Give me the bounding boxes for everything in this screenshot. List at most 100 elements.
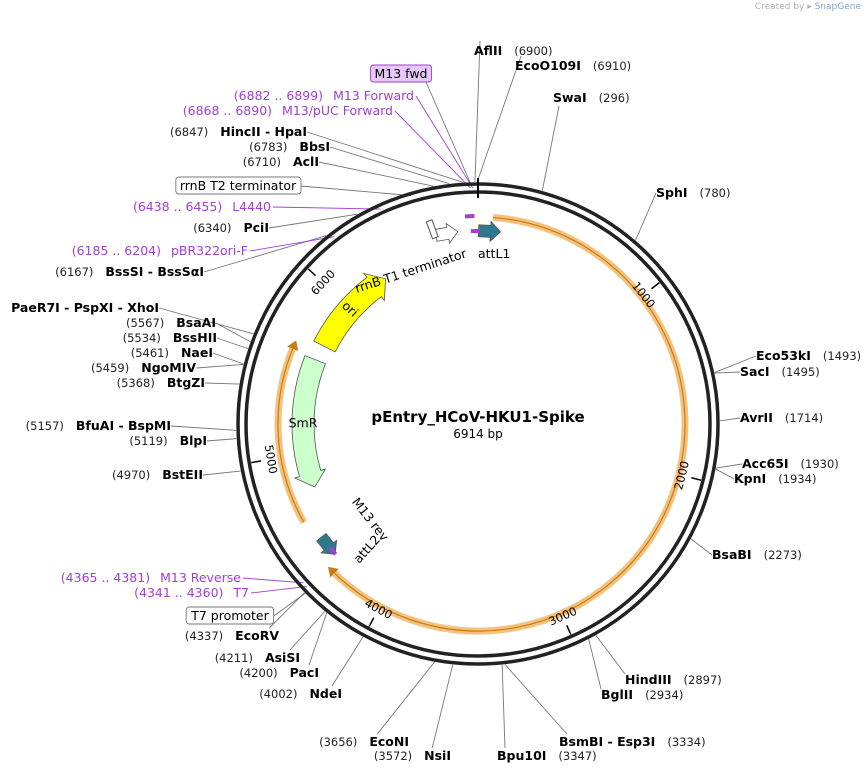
- feature-label-attl1: attL1: [478, 246, 510, 261]
- enzyme-position: (6783): [249, 140, 287, 154]
- enzyme-name: SacI: [740, 364, 770, 379]
- enzyme-position: (1714): [785, 411, 823, 425]
- tick-mark: [691, 477, 702, 481]
- tick-label: 1000: [629, 279, 658, 311]
- enzyme-name: NaeI: [181, 345, 213, 360]
- enzyme-position: (6910): [593, 59, 631, 73]
- rrnb-t1-arrow: [434, 222, 459, 245]
- enzyme-site: (1930)Acc65I: [742, 456, 839, 471]
- primer-name: M13/pUC Forward: [282, 103, 393, 118]
- enzyme-position: (5567): [126, 316, 164, 330]
- enzyme-site: (296)SwaI: [553, 90, 630, 105]
- primer-range: (6438 .. 6455): [133, 199, 222, 214]
- primer-leader-line: [250, 586, 307, 594]
- tick-label: 6000: [308, 267, 338, 298]
- enzyme-position: (4211): [215, 651, 253, 665]
- enzyme-leader-line: [376, 661, 435, 735]
- tick-label: 5000: [262, 444, 281, 475]
- boxed-label-frame: [185, 606, 275, 625]
- enzyme-position: (6847): [170, 125, 208, 139]
- primer-name: T7: [232, 585, 249, 600]
- boxed-label-text: T7 promoter: [190, 608, 269, 623]
- enzyme-leader-line: [206, 438, 237, 442]
- enzyme-leader-line: [588, 639, 602, 690]
- enzyme-position: (5459): [91, 361, 129, 375]
- enzyme-leader-line: [204, 382, 240, 385]
- enzyme-name: EcoNI: [369, 734, 409, 749]
- enzyme-position: (5119): [129, 434, 167, 448]
- insert-core: [334, 216, 686, 632]
- primer-site: M13 Reverse(4365 .. 4381): [61, 570, 241, 585]
- enzyme-name: BssHII: [173, 330, 217, 345]
- enzyme-name: BfuAI - BspMI: [76, 418, 171, 433]
- primer-leader-line: [394, 110, 471, 189]
- primer-range: (6185 .. 6204): [72, 243, 161, 258]
- enzyme-position: (4337): [185, 629, 223, 643]
- enzyme-site: (6710)AclI: [243, 154, 319, 169]
- enzyme-name: PciI: [243, 220, 269, 235]
- enzyme-site: (6783) BbsI: [249, 139, 330, 154]
- enzyme-site: (4200)PacI: [239, 665, 319, 680]
- enzyme-leader-line: [202, 470, 241, 476]
- enzyme-position: (780): [700, 186, 731, 200]
- enzyme-site: (2273)BsaBI: [712, 547, 802, 562]
- primer-leader-line: [242, 577, 304, 584]
- enzyme-position: (5461): [131, 346, 169, 360]
- enzyme-name: BsmBI - Esp3I: [559, 734, 655, 749]
- enzyme-name: EcoO109I: [515, 58, 581, 73]
- enzyme-leader-line: [690, 538, 713, 556]
- leader-lines: [158, 40, 757, 749]
- enzyme-name: BbsI: [299, 139, 330, 154]
- tick-mark: [307, 268, 317, 277]
- enzyme-site: (780)SphI: [656, 185, 730, 200]
- enzyme-leader-line: [308, 612, 328, 666]
- enzyme-leader-line: [331, 636, 364, 687]
- enzyme-leader-line: [431, 664, 454, 749]
- primer-leader-line: [272, 206, 381, 210]
- enzyme-site: (4970)BstEII: [112, 467, 203, 482]
- primer-site: M13/pUC Forward(6868 .. 6890): [183, 103, 393, 118]
- enzyme-site: (6847)HincII - HpaI: [170, 124, 307, 139]
- enzyme-leader-line: [715, 468, 735, 480]
- enzyme-position: (4970): [112, 468, 150, 482]
- primer-site: L4440 (6438 .. 6455): [133, 199, 271, 214]
- primer-site: pBR322ori-F (6185 .. 6204): [72, 243, 248, 258]
- primer-range: (4341 .. 4360): [134, 585, 223, 600]
- enzyme-position: (3572): [374, 749, 412, 763]
- primer-site-mark: [328, 546, 338, 556]
- enzyme-site: (5567) BsaAI: [126, 315, 216, 330]
- enzyme-position: (2273): [764, 548, 802, 562]
- boxed-label-text: rrnB T2 terminator: [180, 178, 297, 193]
- enzyme-position: (1493): [823, 349, 861, 363]
- tick-mark: [251, 460, 262, 464]
- enzyme-name: NdeI: [309, 686, 342, 701]
- enzyme-leader-line: [635, 192, 657, 241]
- enzyme-name: BglII: [601, 687, 633, 702]
- enzyme-name: NgoMIV: [141, 360, 196, 375]
- enzyme-leader-line: [541, 105, 560, 191]
- enzyme-name: BsaAI: [176, 315, 216, 330]
- enzyme-name: AflII: [474, 43, 502, 58]
- primer-name: pBR322ori-F: [171, 243, 248, 258]
- enzyme-leader-line: [719, 417, 741, 422]
- enzyme-position: (1934): [778, 472, 816, 486]
- enzyme-name: AsiSI: [265, 650, 300, 665]
- enzyme-name: BlpI: [180, 433, 207, 448]
- enzyme-name: Bpu10I: [497, 748, 546, 763]
- primer-range: (6882 .. 6899): [234, 88, 323, 103]
- enzyme-site: (6340)PciI: [193, 220, 269, 235]
- enzyme-name: Eco53kI: [756, 348, 811, 363]
- enzyme-leader-line: [715, 463, 743, 469]
- enzyme-position: (4002): [259, 687, 297, 701]
- enzyme-name: Acc65I: [742, 456, 789, 471]
- enzyme-site: (4337)EcoRV: [185, 628, 279, 643]
- enzyme-leader-line: [216, 337, 249, 350]
- backbone: [236, 178, 720, 666]
- enzyme-site: (6167)BssSI - BssSαI: [55, 264, 204, 279]
- primer-name: L4440: [232, 199, 271, 214]
- enzyme-name: NsiI: [424, 748, 451, 763]
- enzyme-name: AvrII: [740, 410, 773, 425]
- snapgene-logo-icon: ▸: [807, 2, 812, 12]
